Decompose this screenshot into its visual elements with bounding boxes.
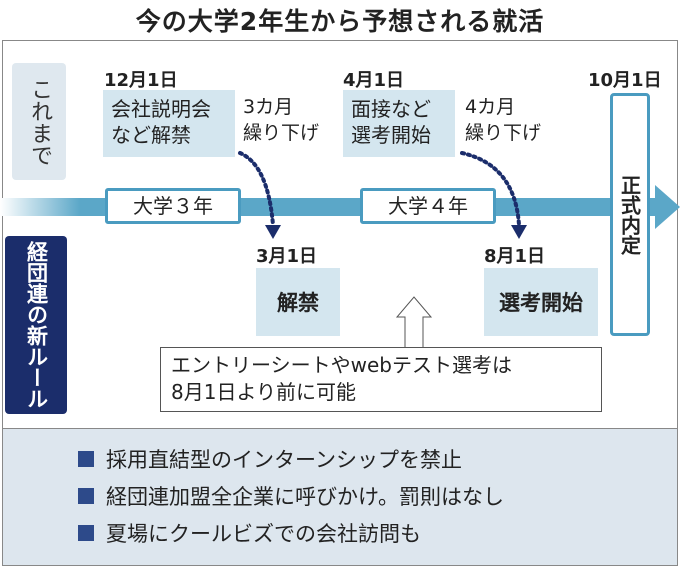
new-date-mar: 3月1日: [256, 246, 318, 267]
year3-box: 大学３年: [105, 188, 241, 224]
dotted-arrow-icon: [238, 151, 281, 239]
label-new-rules: 経団連の新ルール: [5, 236, 67, 414]
bullet-item: 採用直結型のインターンシップを禁止: [78, 444, 462, 474]
square-bullet-icon: [78, 488, 94, 504]
line: 3カ月: [243, 96, 294, 118]
hollow-up-arrow-icon: [395, 296, 433, 349]
line: 繰り下げ: [243, 122, 320, 144]
diagram-frame: [2, 40, 678, 566]
diagram-title: 今の大学2年生から予想される就活: [135, 7, 545, 36]
line: など解禁: [111, 123, 191, 147]
bullet-text: 夏場にクールビズでの会社訪問も: [106, 522, 421, 546]
bullet-item: 夏場にクールビズでの会社訪問も: [78, 518, 421, 548]
new-date-aug: 8月1日: [484, 246, 546, 267]
date-oct: 10月1日: [588, 70, 662, 91]
bullet-text: 経団連加盟全企業に呼びかけ。罰則はなし: [106, 485, 504, 509]
old-event-briefing: 会社説明会 など解禁: [103, 90, 235, 157]
old-date-dec: 12月1日: [104, 70, 178, 91]
line: 会社説明会: [111, 97, 211, 121]
old-date-apr: 4月1日: [343, 70, 405, 91]
new-event-selection: 選考開始: [484, 268, 598, 336]
old-event-selection: 面接など 選考開始: [343, 90, 455, 157]
line: 4カ月: [465, 96, 516, 118]
bullet-text: 採用直結型のインターンシップを禁止: [106, 448, 462, 472]
square-bullet-icon: [78, 451, 94, 467]
notes-panel: [3, 428, 677, 565]
dotted-arrow-icon: [460, 151, 527, 239]
label-old-rules: これまで: [12, 63, 66, 180]
line: エントリーシートやwebテスト選考は: [171, 353, 512, 377]
shift-note-4m: 4カ月 繰り下げ: [465, 94, 541, 146]
line: 選考開始: [351, 123, 431, 147]
timeline-arrow-icon: [655, 185, 680, 229]
callout-box: エントリーシートやwebテスト選考は 8月1日より前に可能: [160, 347, 602, 412]
bullet-item: 経団連加盟全企業に呼びかけ。罰則はなし: [78, 481, 504, 511]
shift-note-3m: 3カ月 繰り下げ: [243, 94, 319, 146]
line: 面接など: [351, 97, 431, 121]
new-event-unban: 解禁: [256, 268, 340, 336]
line: 繰り下げ: [465, 122, 542, 144]
year4-box: 大学４年: [360, 188, 496, 224]
square-bullet-icon: [78, 525, 94, 541]
line: 8月1日より前に可能: [171, 380, 357, 404]
formal-offer-box: 正式内定: [610, 93, 650, 336]
